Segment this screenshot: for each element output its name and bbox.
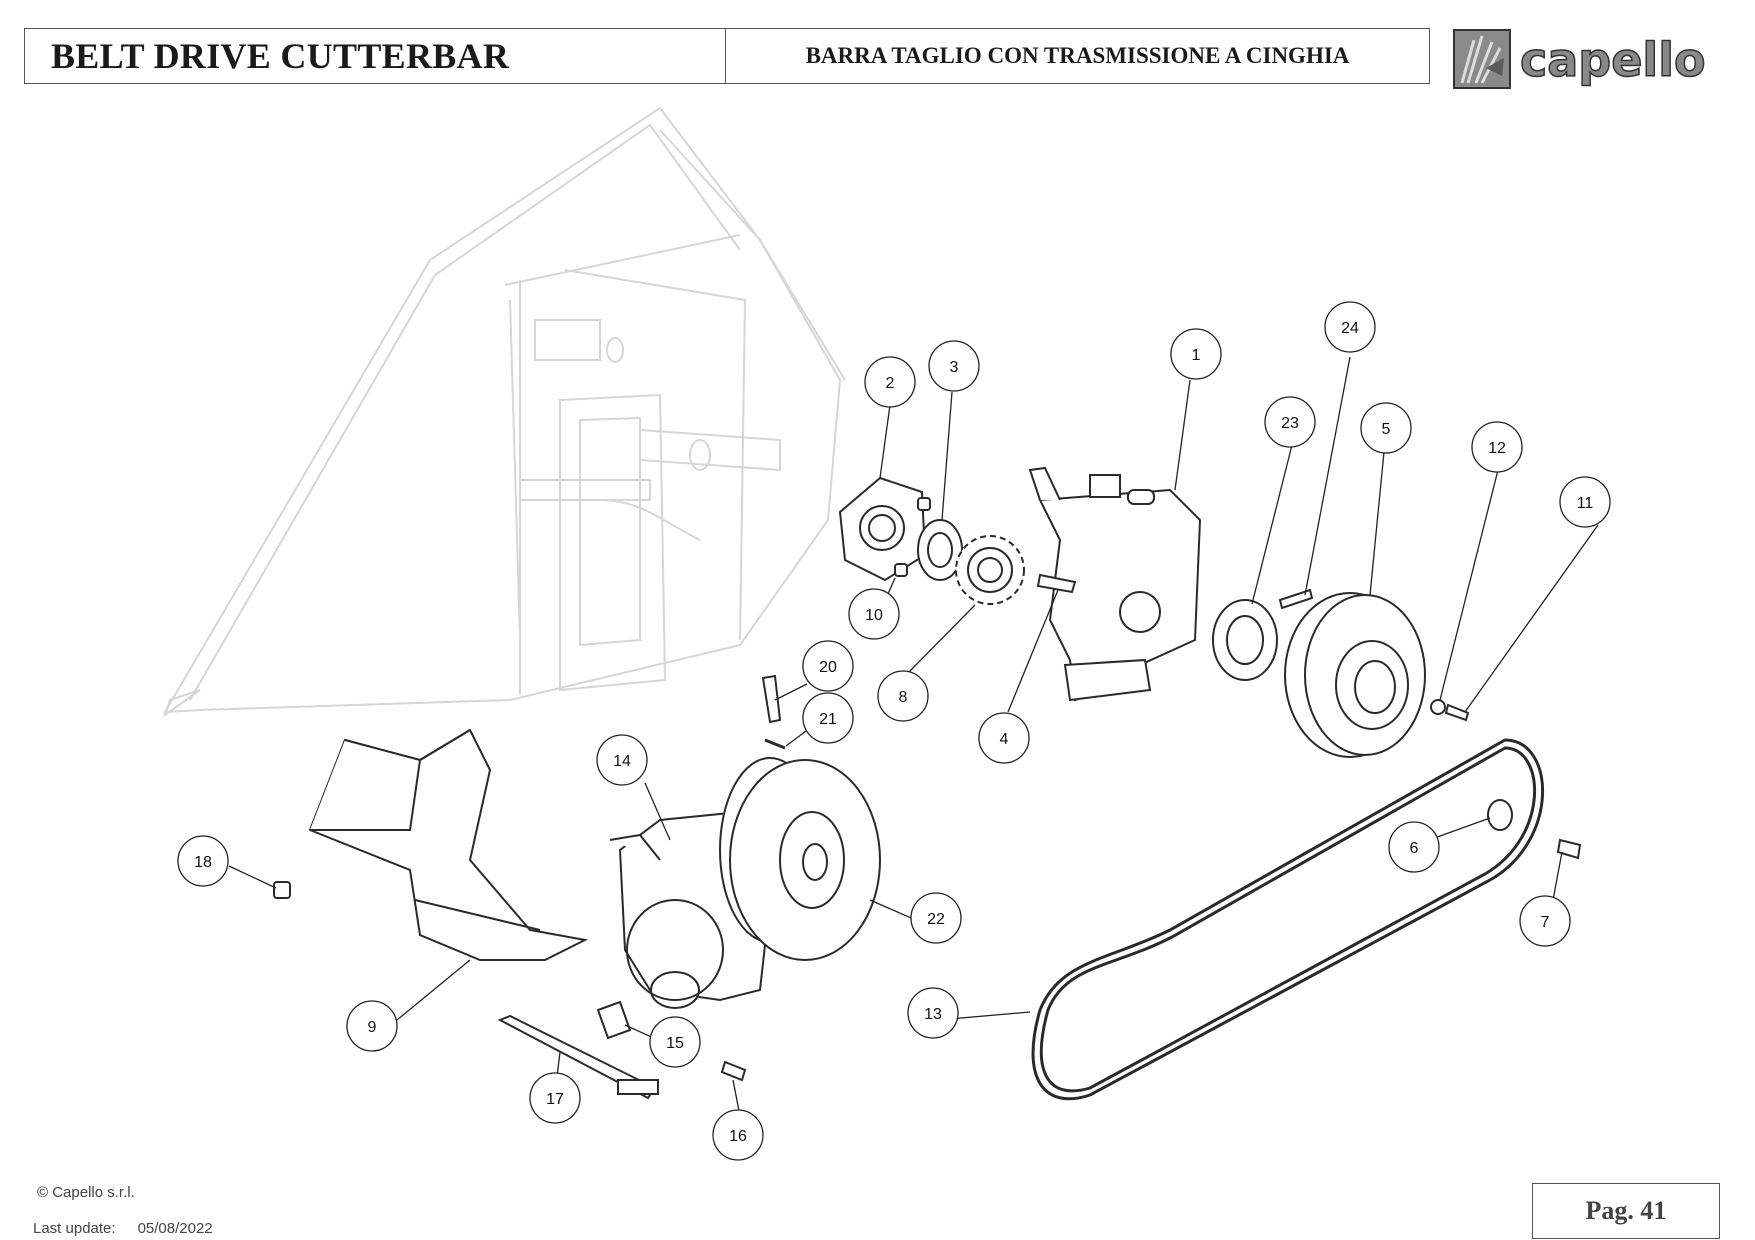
svg-text:20: 20 xyxy=(819,659,837,676)
svg-text:13: 13 xyxy=(924,1006,942,1023)
svg-text:17: 17 xyxy=(546,1091,564,1108)
callout-21: 21 xyxy=(802,692,854,744)
ghost-housing xyxy=(163,106,846,718)
callout-9: 9 xyxy=(346,1000,398,1052)
svg-text:16: 16 xyxy=(729,1128,747,1145)
svg-text:2: 2 xyxy=(886,375,895,392)
callout-23: 23 xyxy=(1264,396,1316,448)
svg-text:24: 24 xyxy=(1341,320,1359,337)
part-7-bolt xyxy=(1556,838,1582,860)
part-21-split-pin xyxy=(764,738,786,750)
callout-4: 4 xyxy=(978,712,1030,764)
page-title-english: BELT DRIVE CUTTERBAR xyxy=(25,29,726,83)
part-10-screw xyxy=(894,563,908,577)
callout-13: 13 xyxy=(907,987,959,1039)
svg-text:21: 21 xyxy=(819,711,837,728)
callout-2: 2 xyxy=(864,356,916,408)
svg-text:22: 22 xyxy=(927,911,945,928)
callout-1: 1 xyxy=(1170,328,1222,380)
part-15-spacer xyxy=(596,1000,632,1040)
last-update: Last update: 05/08/2022 xyxy=(33,1220,213,1237)
callout-14: 14 xyxy=(596,734,648,786)
part-18-nut xyxy=(273,881,291,899)
callout-18: 18 xyxy=(177,835,229,887)
svg-text:6: 6 xyxy=(1410,840,1419,857)
part-13-belt xyxy=(1031,738,1544,1101)
svg-text:4: 4 xyxy=(1000,731,1009,748)
callout-8: 8 xyxy=(877,670,929,722)
svg-text:14: 14 xyxy=(613,753,631,770)
callout-20: 20 xyxy=(802,640,854,692)
callout-17: 17 xyxy=(529,1072,581,1124)
svg-text:9: 9 xyxy=(368,1019,377,1036)
callout-5: 5 xyxy=(1360,402,1412,454)
callout-11: 11 xyxy=(1559,476,1611,528)
svg-text:3: 3 xyxy=(950,359,959,376)
callout-3: 3 xyxy=(928,340,980,392)
part-12-washer xyxy=(1430,699,1446,715)
callout-6: 6 xyxy=(1388,821,1440,873)
svg-text:5: 5 xyxy=(1382,421,1391,438)
part-24-bolt xyxy=(1278,588,1314,610)
logo-wordmark: capello xyxy=(1520,33,1706,87)
callout-7: 7 xyxy=(1519,895,1571,947)
svg-text:18: 18 xyxy=(194,854,212,871)
part-4-key xyxy=(1036,573,1077,594)
svg-text:8: 8 xyxy=(899,689,908,706)
page-number: Pag. 41 xyxy=(1532,1183,1720,1239)
svg-text:10: 10 xyxy=(865,607,883,624)
copyright-text: © Capello s.r.l. xyxy=(37,1184,135,1201)
part-6-washer xyxy=(1487,799,1513,831)
svg-text:12: 12 xyxy=(1488,440,1506,457)
svg-text:15: 15 xyxy=(666,1035,684,1052)
callout-15: 15 xyxy=(649,1016,701,1068)
callout-22: 22 xyxy=(910,892,962,944)
svg-text:1: 1 xyxy=(1192,347,1201,364)
svg-text:23: 23 xyxy=(1281,415,1299,432)
callout-12: 12 xyxy=(1471,421,1523,473)
part-11-bolt xyxy=(1444,703,1470,722)
page-title-italian: BARRA TAGLIO CON TRASMISSIONE A CINGHIA xyxy=(805,43,1350,68)
svg-text:7: 7 xyxy=(1541,914,1550,931)
capello-logo: capello xyxy=(1453,29,1706,89)
part-16-bolt xyxy=(720,1060,747,1082)
header-bar: BELT DRIVE CUTTERBAR BARRA TAGLIO CON TR… xyxy=(24,28,1430,84)
callouts: 1 2 3 4 5 6 7 8 9 10 11 12 13 14 15 16 1… xyxy=(177,301,1611,1161)
part-20-pin xyxy=(761,674,782,724)
callout-10: 10 xyxy=(848,588,900,640)
callout-16: 16 xyxy=(712,1109,764,1161)
last-update-date: 05/08/2022 xyxy=(137,1220,213,1237)
last-update-label: Last update: xyxy=(33,1220,116,1237)
svg-text:11: 11 xyxy=(1577,495,1594,512)
callout-24: 24 xyxy=(1324,301,1376,353)
